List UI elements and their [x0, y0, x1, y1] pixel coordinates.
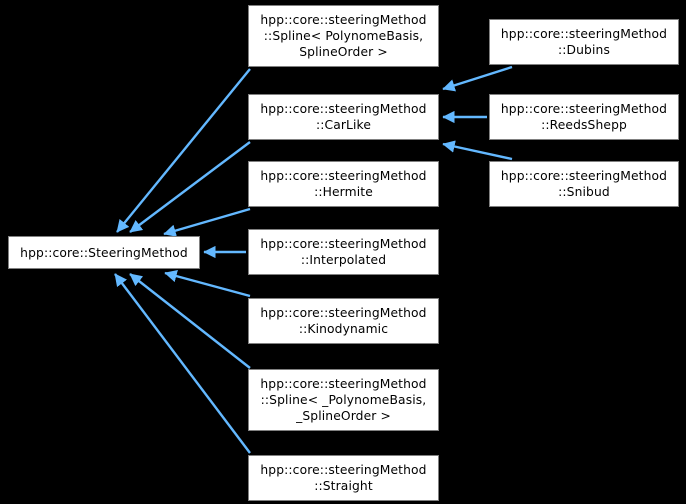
class-node-label: hpp::core::steeringMethod ::Interpolated	[260, 237, 427, 267]
class-node-interpolated[interactable]: hpp::core::steeringMethod ::Interpolated	[248, 229, 439, 275]
class-node-label: hpp::core::steeringMethod ::Spline< _Pol…	[260, 377, 427, 423]
class-node-carlike[interactable]: hpp::core::steeringMethod ::CarLike	[248, 94, 439, 140]
class-node-label: hpp::core::SteeringMethod	[20, 245, 188, 260]
class-node-label: hpp::core::steeringMethod ::Straight	[260, 463, 427, 493]
class-node-reedsshepp[interactable]: hpp::core::steeringMethod ::ReedsShepp	[489, 94, 679, 140]
class-node-label: hpp::core::steeringMethod ::CarLike	[260, 102, 427, 132]
class-node-label: hpp::core::steeringMethod ::Snibud	[500, 169, 668, 199]
edge-spline-public-to-base	[116, 68, 251, 233]
class-node-snibud[interactable]: hpp::core::steeringMethod ::Snibud	[489, 161, 679, 207]
class-node-label: hpp::core::steeringMethod ::Kinodynamic	[260, 306, 427, 336]
edge-hermite-to-base	[163, 207, 251, 237]
class-node-spline-underscore-polynomebasis[interactable]: hpp::core::steeringMethod ::Spline< _Pol…	[248, 369, 439, 431]
class-node-label: hpp::core::steeringMethod ::ReedsShepp	[500, 102, 668, 132]
class-node-label: hpp::core::steeringMethod ::Hermite	[260, 169, 427, 199]
edge-straight-to-base	[114, 273, 251, 454]
class-node-kinodynamic[interactable]: hpp::core::steeringMethod ::Kinodynamic	[248, 298, 439, 344]
edge-kinodynamic-to-base	[164, 270, 251, 298]
class-node-spline-polynomebasis[interactable]: hpp::core::steeringMethod ::Spline< Poly…	[248, 5, 439, 67]
class-node-steering-method[interactable]: hpp::core::SteeringMethod	[8, 236, 200, 269]
edge-carlike-to-base	[129, 141, 251, 233]
edge-snibud-to-carlike	[442, 140, 513, 161]
class-node-label: hpp::core::steeringMethod ::Dubins	[500, 27, 668, 57]
edge-dubins-to-carlike	[442, 65, 513, 92]
class-node-dubins[interactable]: hpp::core::steeringMethod ::Dubins	[489, 19, 679, 65]
class-node-straight[interactable]: hpp::core::steeringMethod ::Straight	[248, 455, 439, 501]
edge-spline-impl-to-base	[129, 273, 251, 369]
class-node-label: hpp::core::steeringMethod ::Spline< Poly…	[260, 13, 427, 59]
class-node-hermite[interactable]: hpp::core::steeringMethod ::Hermite	[248, 161, 439, 207]
